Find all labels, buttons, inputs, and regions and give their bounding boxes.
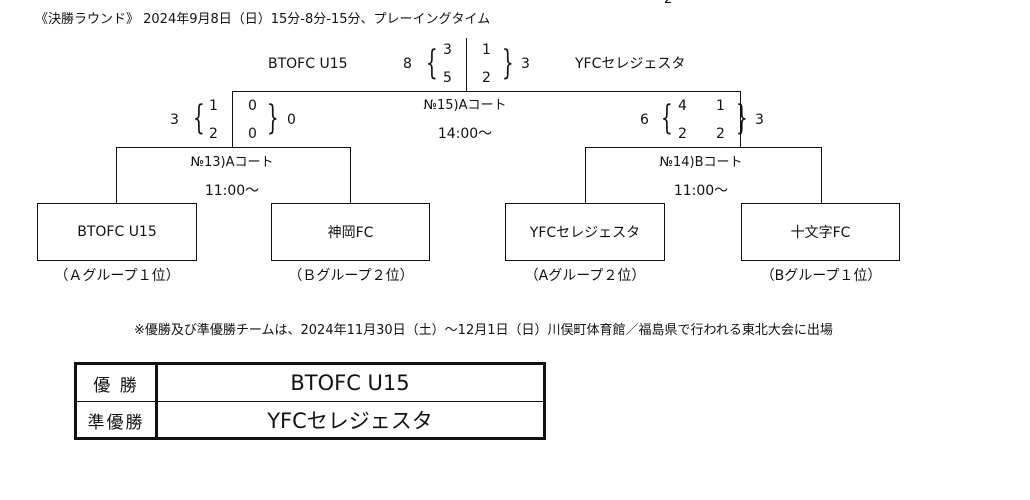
team-group-yfc: （Aグループ２位）	[524, 268, 646, 284]
semi-left-leg-a	[116, 147, 117, 203]
semi-right-left-brace: {	[660, 98, 673, 138]
semi-left-right-half2: 0	[248, 126, 257, 142]
team-box-kamioka: 神岡FC	[271, 203, 430, 261]
final-right-brace: }	[501, 43, 514, 83]
team-box-btofc: BTOFC U15	[37, 203, 197, 261]
final-right-total: 3	[521, 56, 530, 72]
semi-left-line	[116, 147, 350, 148]
semi-left-match-label: №13)Aコート	[190, 155, 274, 170]
semi-right-leg-b	[821, 147, 822, 203]
semi-right-right-total: 3	[755, 112, 764, 128]
final-center-divider	[466, 38, 467, 92]
semi-left-right-total: 0	[287, 112, 296, 128]
team-box-jumonji: 十文字FC	[741, 203, 900, 261]
final-left-team: BTOFC U15	[268, 56, 348, 72]
semi-left-right-brace: }	[266, 98, 279, 138]
semi-right-left-total: 6	[640, 112, 649, 128]
semi-left-leg-b	[350, 147, 351, 203]
page-number: 2	[664, 0, 672, 8]
final-right-team: YFCセレジェスタ	[575, 56, 686, 72]
final-left-total: 8	[403, 56, 412, 72]
round-header: 《決勝ラウンド》 2024年9月8日（日）15分-8分-15分、プレーイングタイ…	[35, 12, 491, 27]
final-right-leg	[740, 91, 741, 147]
final-left-brace: {	[425, 43, 438, 83]
results-row-runner-up: 準優勝 YFCセレジェスタ	[77, 402, 543, 438]
semi-right-right-half2: 2	[716, 126, 725, 142]
final-time: 14:00～	[437, 126, 493, 142]
team-group-kamioka: （Ｂグループ２位）	[288, 268, 414, 284]
semi-left-time: 11:00～	[204, 183, 260, 199]
semi-left-right-half1: 0	[248, 98, 257, 114]
final-line	[232, 91, 740, 92]
semi-right-leg-a	[585, 147, 586, 203]
semi-right-line	[585, 147, 821, 148]
team-group-jumonji: （Bグループ１位）	[760, 268, 882, 284]
final-left-half2: 5	[443, 70, 452, 86]
team-group-btofc: （Ａグループ１位）	[54, 268, 180, 284]
semi-right-left-half2: 2	[678, 126, 687, 142]
semi-right-match-label: №14)Bコート	[659, 155, 743, 170]
final-match-label: №15)Aコート	[423, 98, 507, 113]
team-box-yfc: YFCセレジェスタ	[505, 203, 665, 261]
runner-up-team: YFCセレジェスタ	[267, 409, 433, 433]
results-table: 優 勝 BTOFC U15 準優勝 YFCセレジェスタ	[74, 362, 546, 440]
tournament-note: ※優勝及び準優勝チームは、2024年11月30日（土）～12月1日（日）川俣町体…	[134, 323, 833, 338]
results-row-winner: 優 勝 BTOFC U15	[77, 365, 543, 402]
semi-right-right-brace: }	[735, 98, 748, 138]
semi-left-left-half2: 2	[209, 126, 218, 142]
final-right-half2: 2	[482, 70, 491, 86]
semi-right-right-half1: 1	[716, 98, 725, 114]
final-left-leg	[232, 91, 233, 147]
winner-team: BTOFC U15	[290, 371, 410, 395]
semi-right-time: 11:00～	[673, 183, 729, 199]
final-left-half1: 3	[443, 42, 452, 58]
semi-left-left-brace: {	[192, 98, 205, 138]
semi-left-left-half1: 1	[209, 98, 218, 114]
winner-label: 優 勝	[77, 365, 158, 401]
semi-left-left-total: 3	[170, 112, 179, 128]
semi-right-left-half1: 4	[678, 98, 687, 114]
final-right-half1: 1	[482, 42, 491, 58]
runner-up-label: 準優勝	[77, 402, 158, 438]
